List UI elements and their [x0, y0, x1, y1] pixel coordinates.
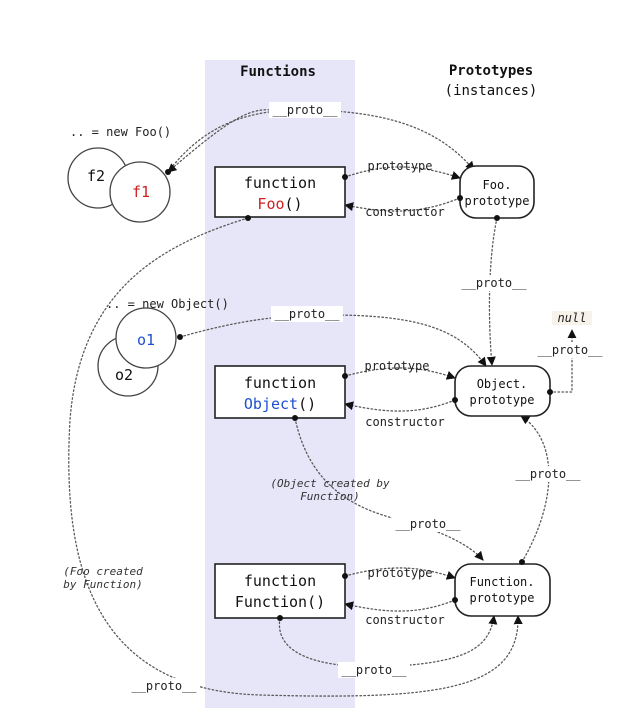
- dot: [457, 195, 463, 201]
- function-object-box: [214, 365, 346, 419]
- edge-object-prototype: [344, 367, 456, 380]
- function-object-signature: Object(): [244, 395, 316, 413]
- label-new-object: .. = new Object(): [106, 297, 229, 311]
- edge-foo-constructor: [344, 197, 461, 212]
- function-foo-box: [214, 166, 346, 218]
- edge-foo-prototype: [344, 166, 461, 180]
- instance-f2-label: f2: [87, 167, 105, 185]
- note-object-created-2: Function): [300, 490, 360, 503]
- label-proto-object: __proto__: [395, 517, 461, 531]
- edge-function-prototype: [344, 567, 456, 580]
- label-object-prototype: prototype: [364, 359, 429, 373]
- edge-foo-new-f1: [167, 109, 273, 173]
- dot: [452, 597, 458, 603]
- dot: [519, 559, 525, 565]
- function-function-name: Function(): [235, 593, 325, 611]
- label-proto-fnproto: __proto__: [515, 467, 581, 481]
- note-foo-created-2: by Function): [63, 578, 142, 591]
- function-foo-parens: (): [285, 195, 303, 213]
- function-object-keyword: function: [244, 374, 316, 392]
- edge-fooproto-proto: [486, 217, 498, 366]
- header-prototypes: Prototypes: [449, 63, 533, 79]
- object-prototype-line2: prototype: [469, 393, 534, 407]
- label-proto-o1: __proto__: [274, 307, 340, 321]
- header-functions: Functions: [240, 64, 316, 80]
- label-foo-prototype: prototype: [367, 159, 432, 173]
- label-proto-null: __proto__: [537, 343, 603, 357]
- edge-fnproto-proto: [520, 415, 550, 563]
- label-object-constructor: constructor: [365, 415, 444, 429]
- function-function-box: [214, 563, 346, 619]
- edge-function-constructor: [344, 599, 456, 612]
- dot: [177, 334, 183, 340]
- note-object-created: (Object created by: [270, 477, 390, 490]
- label-proto-foo: __proto__: [131, 679, 197, 693]
- label-foo-constructor: constructor: [365, 205, 444, 219]
- foo-prototype-box: [459, 165, 535, 219]
- dot: [547, 389, 553, 395]
- foo-prototype-line1: Foo.: [483, 178, 512, 192]
- instance-f1: [109, 161, 171, 223]
- function-prototype-box: [454, 563, 551, 617]
- edge-object-proto: [294, 417, 484, 561]
- header-instances: (instances): [445, 83, 538, 99]
- dot: [494, 215, 500, 221]
- dot: [165, 169, 171, 175]
- note-foo-created: (Foo created: [63, 565, 143, 578]
- dot: [342, 174, 348, 180]
- function-foo-signature: Foo(): [257, 195, 302, 213]
- function-function-keyword: function: [244, 572, 316, 590]
- function-object-parens: (): [298, 395, 316, 413]
- label-new-foo: .. = new Foo(): [70, 125, 171, 139]
- label-proto-fooproto: __proto__: [461, 276, 527, 290]
- label-function-constructor: constructor: [365, 613, 444, 627]
- instance-o1-label: o1: [137, 331, 155, 349]
- function-object-name: Object: [244, 395, 298, 413]
- dot: [342, 373, 348, 379]
- dot: [245, 215, 251, 221]
- label-proto-top: __proto__: [272, 103, 338, 117]
- edge-foo-proto: [68, 217, 523, 697]
- dot: [452, 397, 458, 403]
- label-null: null: [558, 311, 587, 325]
- instance-o2-label: o2: [115, 366, 133, 384]
- instance-o1: [115, 307, 177, 369]
- dot: [277, 615, 283, 621]
- edge-object-constructor: [344, 399, 456, 412]
- label-function-prototype: prototype: [367, 566, 432, 580]
- function-foo-name: Foo: [257, 195, 284, 213]
- function-prototype-line1: Function.: [469, 575, 534, 589]
- function-foo-keyword: function: [244, 174, 316, 192]
- label-proto-function: __proto__: [341, 663, 407, 677]
- function-prototype-line2: prototype: [469, 591, 534, 605]
- instance-f1-label: f1: [132, 183, 150, 201]
- foo-prototype-line2: prototype: [464, 194, 529, 208]
- object-prototype-line1: Object.: [477, 377, 528, 391]
- dot: [342, 573, 348, 579]
- edge-objproto-null: [549, 329, 577, 393]
- dot: [292, 415, 298, 421]
- object-prototype-box: [454, 365, 551, 417]
